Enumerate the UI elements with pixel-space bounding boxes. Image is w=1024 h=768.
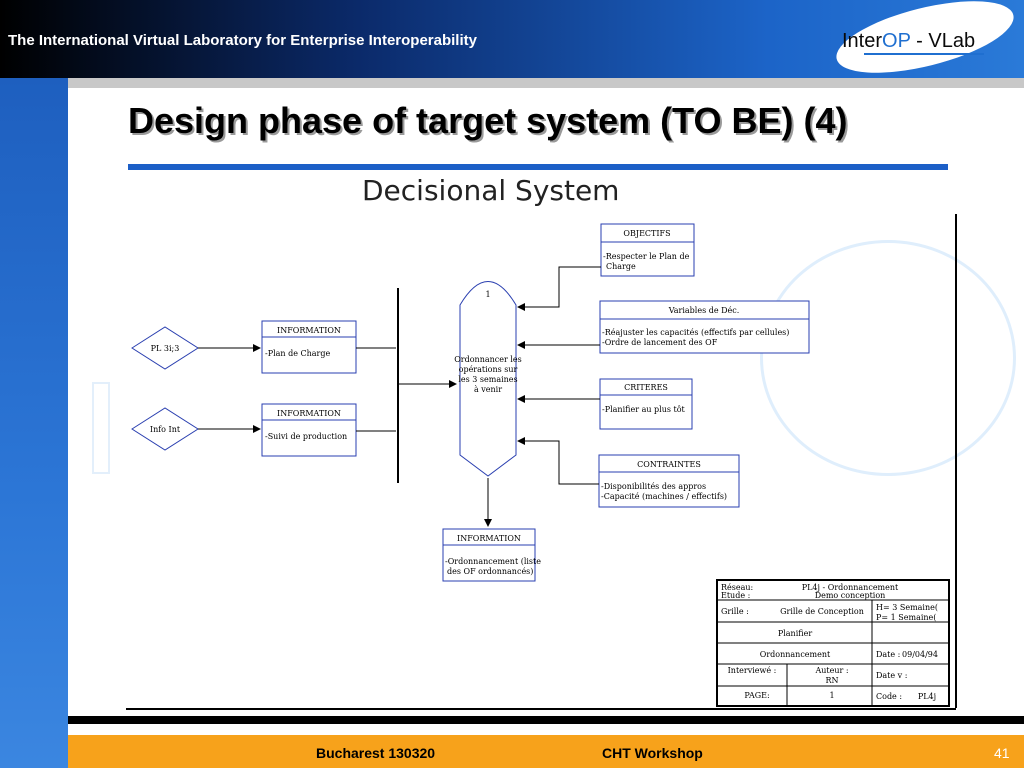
output-info-item-2: des OF ordonnancés) (447, 567, 533, 576)
center-node-line-1: Ordonnancer les (454, 355, 522, 364)
header-grey-band (68, 78, 1024, 88)
logo-text: InterOP - VLab (842, 30, 975, 53)
interop-vlab-logo: InterOP - VLab (820, 0, 1021, 88)
criteres-header: CRITERES (624, 383, 668, 392)
grid-page-label: PAGE: (744, 691, 769, 700)
grid-auteur-value: RN (825, 676, 838, 685)
output-info-box (442, 528, 536, 582)
center-node-line-3: les 3 semaines (458, 375, 517, 384)
info-box-2-header: INFORMATION (277, 409, 341, 418)
diagram-frame-right (955, 214, 957, 708)
footer-page-number: 41 (994, 745, 1010, 761)
arrow-objectifs-to-center (517, 266, 601, 311)
logo-vlab: - VLab (910, 30, 976, 52)
grid-date-value: 09/04/94 (902, 650, 938, 659)
title-underline (128, 164, 948, 170)
grid-reseau-label: Réseau: (721, 583, 753, 592)
objectifs-header: OBJECTIFS (623, 229, 670, 238)
grid-etude-value: Demo conception (815, 591, 886, 600)
variables-header: Variables de Déc. (668, 306, 740, 315)
center-node-index: 1 (485, 290, 490, 299)
variables-box (599, 300, 810, 354)
grid-grille-label: Grille : (721, 607, 749, 616)
grid-ordonnancement: Ordonnancement (760, 650, 831, 659)
criteres-box (599, 378, 693, 430)
objectifs-item-1: -Respecter le Plan de (603, 252, 690, 261)
contraintes-item-2: -Capacité (machines / effectifs) (601, 492, 727, 501)
variables-item-2: -Ordre de lancement des OF (602, 338, 718, 347)
footer-location: Bucharest 130320 (316, 745, 436, 761)
criteres-item-1: -Planifier au plus tôt (602, 405, 686, 414)
grid-cartouche (716, 579, 950, 707)
watermark-bracket (92, 382, 110, 474)
grid-auteur-label: Auteur : (814, 666, 848, 675)
contraintes-item-1: -Disponibilités des appros (601, 482, 706, 491)
info-box-2-item: -Suivi de production (265, 432, 347, 441)
center-node-line-2: opérations sur (459, 365, 518, 374)
center-process-node (459, 281, 517, 477)
grid-page-value: 1 (829, 691, 834, 700)
footer-event: CHT Workshop (602, 745, 703, 761)
info-box-2 (261, 403, 357, 457)
objectifs-box (600, 223, 695, 277)
center-node-line-4: à venir (474, 385, 502, 394)
grid-datev-label: Date v : (876, 671, 907, 680)
info-box-1 (261, 320, 357, 374)
grid-interviewe: Interviewé : (728, 666, 777, 675)
grid-planifier: Planifier (778, 629, 812, 638)
slide-title: Design phase of target system (TO BE) (4… (128, 100, 848, 141)
bottom-rule (68, 716, 1024, 724)
header-bar: The International Virtual Laboratory for… (0, 0, 1024, 88)
arrow-contraintes-to-center (517, 437, 599, 485)
grid-code-value: PL4j (918, 692, 936, 701)
slide-subtitle: Decisional System (362, 174, 620, 207)
grid-etude-label: Etude : (721, 591, 750, 600)
grid-h-line: H= 3 Semaine( (876, 603, 938, 612)
info-box-1-header: INFORMATION (277, 326, 341, 335)
contraintes-header: CONTRAINTES (637, 460, 701, 469)
grid-grille-value: Grille de Conception (780, 607, 864, 616)
grid-code-label: Code : (876, 692, 902, 701)
output-info-item-1: -Ordonnancement (liste (445, 557, 541, 566)
grid-reseau-value: PL4j - Ordonnancement (802, 583, 899, 592)
variables-item-1: -Réajuster les capacités (effectifs par … (602, 328, 789, 337)
diagram-frame-bottom (126, 708, 956, 710)
left-side-bar (0, 78, 68, 768)
logo-underline (864, 53, 984, 55)
footer-bar (68, 735, 1024, 768)
grid-date-label: Date : (876, 650, 900, 659)
logo-inter: Inter (842, 30, 883, 52)
header-title: The International Virtual Laboratory for… (8, 32, 477, 49)
watermark-ellipse (760, 240, 1016, 476)
grid-p-line: P= 1 Semaine( (876, 613, 936, 622)
external-input-label-1: PL 3i;3 (151, 344, 180, 353)
contraintes-box (598, 454, 740, 508)
info-box-1-item: -Plan de Charge (265, 349, 330, 358)
external-input-label-2: Info Int (150, 425, 181, 434)
objectifs-item-2: Charge (606, 262, 636, 271)
output-info-header: INFORMATION (457, 534, 521, 543)
logo-op: OP (882, 30, 911, 52)
